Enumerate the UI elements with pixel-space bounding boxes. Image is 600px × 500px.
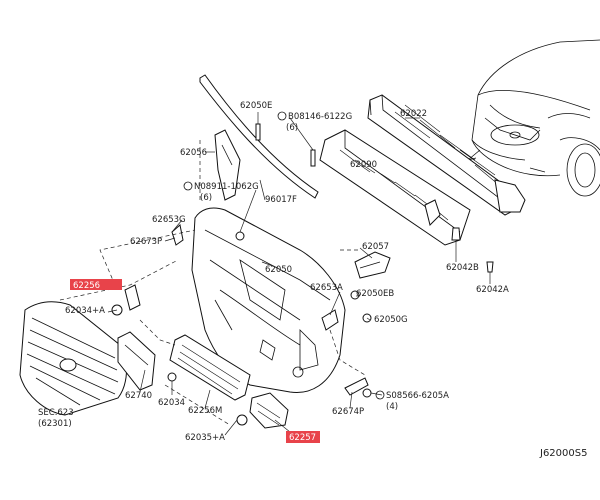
label-62740: 62740 bbox=[125, 391, 152, 401]
label-08146-qty: (6) bbox=[286, 123, 298, 133]
label-sec623-sub: (62301) bbox=[38, 419, 72, 429]
label-62674p: 62674P bbox=[332, 407, 364, 417]
label-62056: 62056 bbox=[180, 148, 207, 158]
label-62257: 62257 bbox=[289, 433, 316, 443]
front-grille bbox=[19, 301, 127, 416]
leader-lines bbox=[59, 112, 491, 436]
label-62673p: 62673P bbox=[130, 237, 162, 247]
side-bracket-62057 bbox=[354, 251, 391, 279]
label-62256m: 62256M bbox=[188, 406, 222, 416]
side-bracket-62056 bbox=[214, 129, 241, 201]
label-08566-qty: (4) bbox=[386, 402, 398, 412]
label-62034: 62034 bbox=[158, 398, 185, 408]
label-62042a: 62042A bbox=[476, 285, 509, 295]
bumper-fascia bbox=[191, 207, 346, 394]
label-62050eb: 62050EB bbox=[356, 289, 394, 299]
label-sec623: SEC.623 bbox=[38, 408, 74, 418]
fog-lamp-cover bbox=[249, 392, 289, 429]
bracket-62034a bbox=[124, 284, 141, 311]
label-62035a: 62035+A bbox=[185, 433, 225, 443]
upper-trim-strip bbox=[199, 74, 319, 199]
part-labels: 62050E B08146-6122G (6) 62022 62056 6209… bbox=[38, 101, 587, 459]
label-62022: 62022 bbox=[400, 109, 427, 119]
label-62042b: 62042B bbox=[446, 263, 479, 273]
diagram-code: J62000S5 bbox=[539, 448, 587, 459]
label-62057: 62057 bbox=[362, 242, 389, 252]
label-96017f: 96017F bbox=[265, 195, 297, 205]
bracket-62653g bbox=[171, 224, 184, 246]
label-62050: 62050 bbox=[265, 265, 292, 275]
label-08566: S08566-6205A bbox=[386, 391, 449, 401]
lower-grille bbox=[169, 334, 251, 401]
label-62256: 62256 bbox=[73, 281, 100, 291]
label-08146: B08146-6122G bbox=[288, 112, 352, 122]
label-62050e: 62050E bbox=[240, 101, 272, 111]
license-bracket bbox=[117, 331, 156, 391]
bracket-62674p bbox=[344, 377, 369, 396]
label-08911: N08911-1062G bbox=[194, 182, 259, 192]
reinforcement-beam bbox=[367, 94, 526, 216]
car-front-illustration bbox=[467, 39, 600, 197]
label-62653g: 62653G bbox=[152, 215, 186, 225]
label-62050g: 62050G bbox=[374, 315, 408, 325]
label-62090: 62090 bbox=[350, 160, 377, 170]
highlight-box-62256 bbox=[70, 279, 122, 290]
highlight-box-62257 bbox=[286, 431, 320, 443]
label-62034a: 62034+A bbox=[65, 306, 105, 316]
label-08911-qty: (6) bbox=[200, 193, 212, 203]
label-62653a: 62653A bbox=[310, 283, 343, 293]
